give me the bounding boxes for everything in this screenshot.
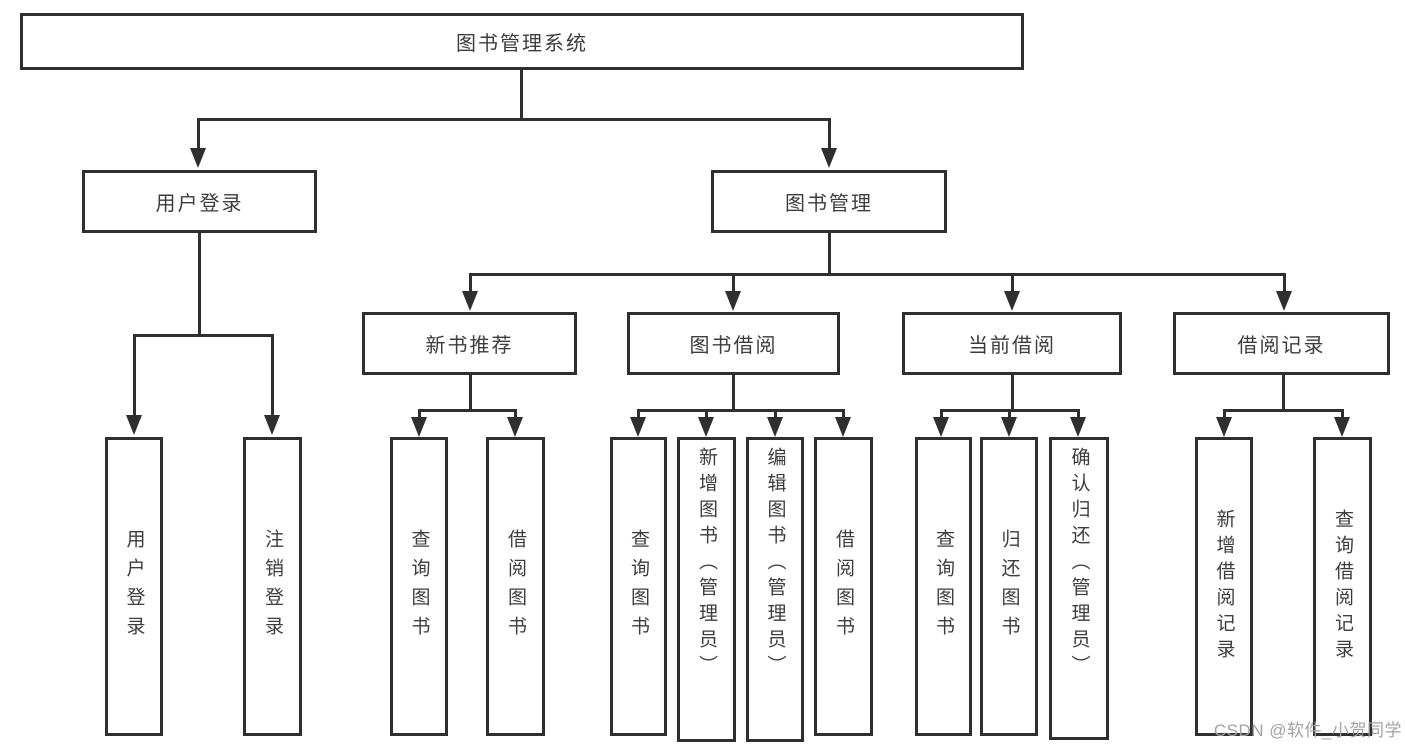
leaf-logout: 注销登录 bbox=[243, 437, 302, 736]
arrow-down-icon bbox=[507, 417, 523, 437]
connector-line bbox=[637, 409, 844, 412]
node-label: 当前借阅 bbox=[968, 335, 1056, 357]
connector-line bbox=[198, 233, 201, 336]
node-new-book-recommend: 新书推荐 bbox=[362, 312, 577, 375]
node-book-borrow: 图书借阅 bbox=[627, 312, 840, 375]
connector-line bbox=[732, 375, 735, 411]
leaf-add-borrow-record: 新增借阅记录 bbox=[1195, 437, 1253, 736]
leaf-query-books-current: 查询图书 bbox=[915, 437, 972, 736]
leaf-borrow-books: 借阅图书 bbox=[814, 437, 873, 736]
arrow-down-icon bbox=[767, 417, 783, 437]
connector-line bbox=[197, 118, 831, 121]
leaf-add-books-admin: 新增图书（管理员） bbox=[677, 437, 736, 742]
leaf-label: 注销登录 bbox=[262, 528, 283, 645]
arrow-down-icon bbox=[462, 291, 478, 311]
arrow-down-icon bbox=[411, 417, 427, 437]
leaf-label: 借阅图书 bbox=[833, 528, 854, 645]
leaf-label: 查询图书 bbox=[628, 528, 649, 645]
leaf-query-books-recommend: 查询图书 bbox=[390, 437, 448, 736]
arrow-down-icon bbox=[698, 417, 714, 437]
connector-line bbox=[1077, 409, 1080, 420]
arrow-down-icon bbox=[835, 417, 851, 437]
leaf-borrow-books-recommend: 借阅图书 bbox=[486, 437, 545, 736]
arrow-down-icon bbox=[1276, 291, 1292, 311]
leaf-label: 查询图书 bbox=[408, 528, 430, 645]
node-user-login: 用户登录 bbox=[82, 170, 317, 233]
connector-line bbox=[828, 118, 831, 150]
connector-line bbox=[774, 409, 777, 420]
connector-line bbox=[1341, 409, 1344, 420]
leaf-label: 编辑图书（管理员） bbox=[764, 447, 786, 681]
node-label: 新书推荐 bbox=[425, 335, 514, 357]
node-label: 图书管理系统 bbox=[456, 33, 588, 55]
connector-line bbox=[469, 273, 472, 293]
leaf-label: 借阅图书 bbox=[505, 528, 526, 645]
connector-line bbox=[732, 273, 735, 293]
connector-line bbox=[133, 334, 273, 337]
node-current-borrow: 当前借阅 bbox=[902, 312, 1122, 375]
arrow-down-icon bbox=[725, 291, 741, 311]
connector-line bbox=[940, 409, 943, 420]
arrow-down-icon bbox=[1001, 417, 1017, 437]
node-label: 借阅记录 bbox=[1237, 335, 1326, 357]
connector-line bbox=[1223, 409, 1226, 420]
leaf-label: 归还图书 bbox=[998, 528, 1020, 645]
connector-line bbox=[842, 409, 845, 420]
node-borrow-records: 借阅记录 bbox=[1173, 312, 1390, 375]
arrow-down-icon bbox=[190, 148, 206, 168]
connector-line bbox=[828, 233, 831, 275]
leaf-edit-books-admin: 编辑图书（管理员） bbox=[746, 437, 804, 742]
leaf-label: 用户登录 bbox=[123, 528, 145, 645]
arrow-down-icon bbox=[1216, 417, 1232, 437]
connector-line bbox=[514, 409, 517, 420]
connector-line bbox=[1223, 409, 1343, 412]
node-label: 图书管理 bbox=[785, 193, 873, 215]
arrow-down-icon bbox=[630, 417, 646, 437]
node-label: 图书借阅 bbox=[689, 335, 778, 357]
leaf-label: 查询图书 bbox=[933, 528, 954, 645]
connector-line bbox=[133, 334, 136, 417]
csdn-watermark: CSDN @软件_小贺同学 bbox=[1213, 721, 1402, 740]
leaf-query-books-borrow: 查询图书 bbox=[610, 437, 667, 736]
connector-line bbox=[1011, 273, 1014, 293]
connector-line bbox=[520, 70, 523, 118]
arrow-down-icon bbox=[933, 417, 949, 437]
connector-line bbox=[271, 334, 274, 417]
connector-line bbox=[1008, 409, 1011, 420]
connector-line bbox=[1282, 375, 1285, 411]
connector-line bbox=[1283, 273, 1286, 293]
leaf-label: 查询借阅记录 bbox=[1332, 508, 1353, 665]
arrow-down-icon bbox=[1004, 291, 1020, 311]
node-book-management: 图书管理 bbox=[711, 170, 947, 233]
leaf-label: 新增图书（管理员） bbox=[696, 447, 717, 681]
node-label: 用户登录 bbox=[155, 193, 244, 215]
arrow-down-icon bbox=[1334, 417, 1350, 437]
connector-line bbox=[469, 375, 472, 411]
leaf-return-books: 归还图书 bbox=[980, 437, 1038, 736]
connector-line bbox=[637, 409, 640, 420]
connector-line bbox=[469, 273, 1285, 276]
leaf-user-login: 用户登录 bbox=[105, 437, 163, 736]
arrow-down-icon bbox=[264, 415, 280, 435]
arrow-down-icon bbox=[821, 148, 837, 168]
node-library-system: 图书管理系统 bbox=[20, 13, 1024, 70]
connector-line bbox=[418, 409, 421, 420]
arrow-down-icon bbox=[1070, 417, 1086, 437]
connector-line bbox=[197, 118, 200, 150]
connector-line bbox=[418, 409, 517, 412]
connector-line bbox=[705, 409, 708, 420]
connector-line bbox=[1011, 375, 1014, 411]
leaf-label: 新增借阅记录 bbox=[1213, 508, 1235, 665]
leaf-label: 确认归还（管理员） bbox=[1068, 447, 1090, 681]
leaf-confirm-return-admin: 确认归还（管理员） bbox=[1049, 437, 1109, 740]
leaf-query-borrow-record: 查询借阅记录 bbox=[1313, 437, 1372, 736]
arrow-down-icon bbox=[126, 415, 142, 435]
